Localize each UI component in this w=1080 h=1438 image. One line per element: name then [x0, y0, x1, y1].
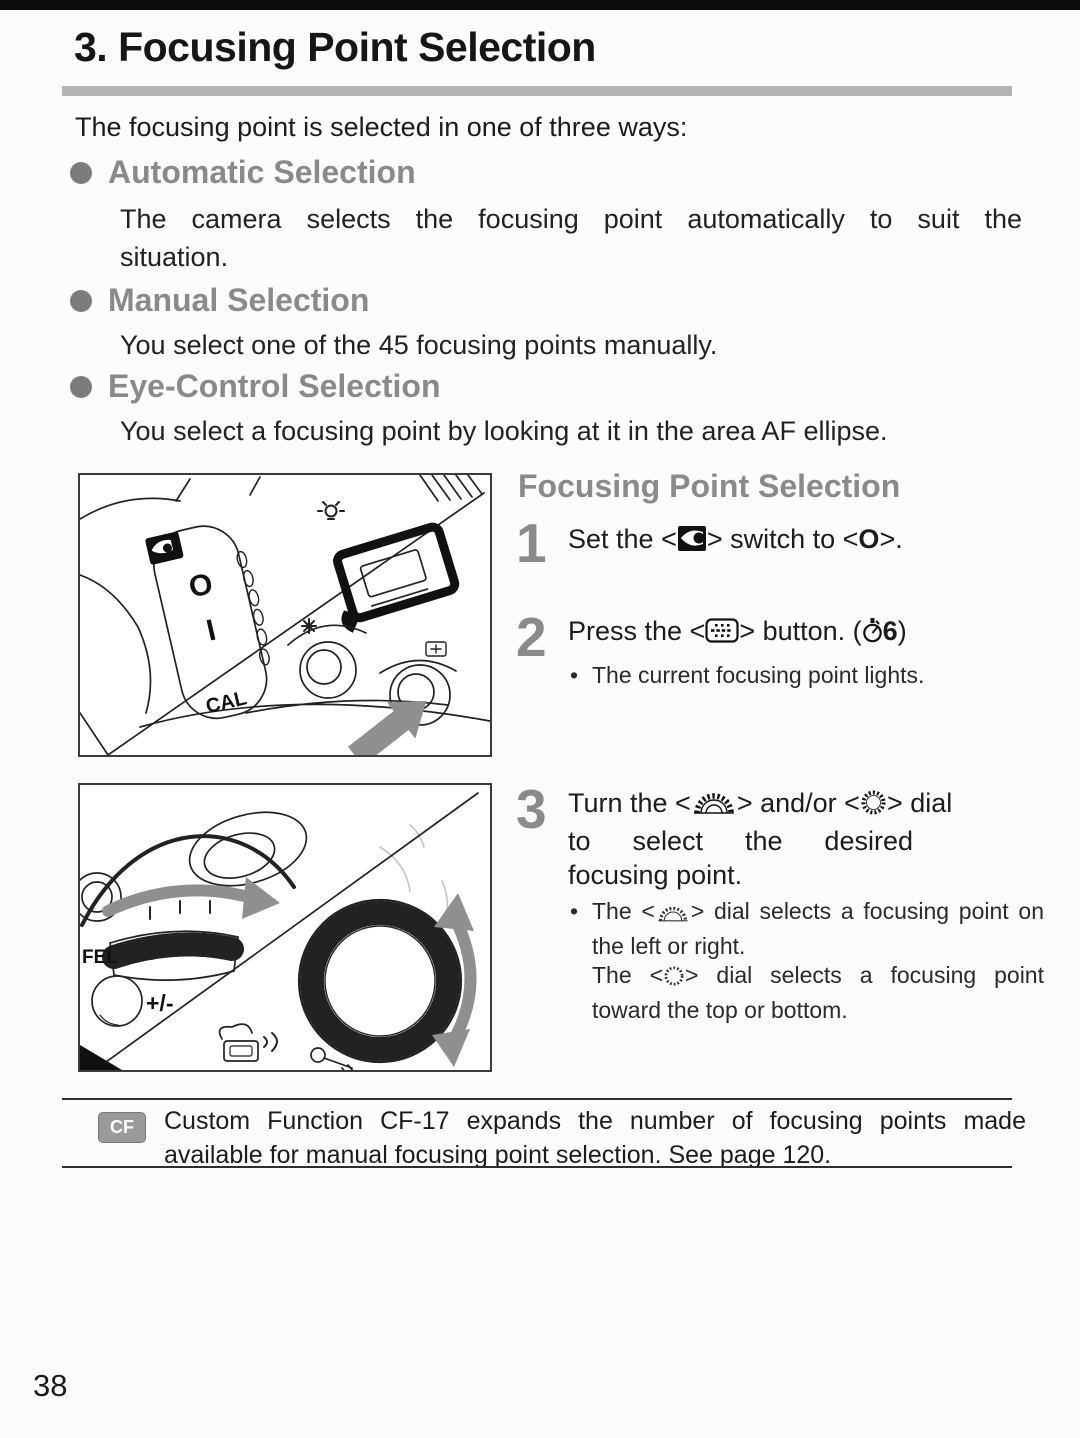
step-2-text: Press the < > button. ( 6): [568, 614, 1038, 652]
quick-control-dial-illustration: [297, 898, 463, 1064]
step-2-number: 2: [516, 606, 547, 668]
step-3-note-1: • The <> dial selects a focusing point o…: [570, 896, 1044, 962]
step-1-text: Set the < > switch to <O>.: [568, 522, 1038, 560]
section-body-line: You select a focusing point by looking a…: [120, 416, 888, 446]
section-heading-label: Eye-Control Selection: [108, 368, 441, 404]
step-1-number: 1: [516, 512, 547, 574]
fel-label: FEL: [82, 947, 118, 968]
step-2-text-segment: ): [897, 616, 907, 646]
quick-control-dial-icon: [860, 789, 887, 824]
timer-icon: [862, 617, 883, 652]
step-2-note: • The current focusing point lights.: [570, 660, 1042, 691]
section-heading-manual: Manual Selection: [70, 282, 369, 319]
page-top-bar: [0, 0, 1080, 10]
dials-line-art: FEL +/-: [72, 792, 479, 1075]
timer-count: 6: [882, 616, 898, 646]
cf-note-text: Custom Function CF-17 expands the number…: [164, 1107, 1026, 1169]
main-dial-illustration: [102, 930, 244, 981]
eye-control-icon: [677, 525, 707, 560]
bullet-dot-icon: [70, 161, 92, 184]
ae-lock-star-icon: [301, 618, 317, 634]
step-2-text-segment: > button. (: [739, 616, 862, 646]
speaker-icon: [218, 1023, 278, 1062]
plus-minus-label: +/-: [146, 990, 173, 1016]
main-dial-icon: [691, 790, 737, 824]
quick-control-dial-icon: [663, 964, 685, 995]
step-3-text-segment: > and/or <: [736, 788, 860, 818]
step-3-note-2: The <> dial selects a focusing point tow…: [592, 960, 1044, 1026]
dial-turn-double-arrow-icon: [446, 911, 477, 1049]
dial-turn-arrow-icon: [102, 884, 262, 917]
step-3-line-3: focusing point.: [568, 860, 743, 890]
switch-label-i: I: [203, 614, 219, 648]
section-body-line: situation.: [120, 242, 229, 272]
note-bullet: •: [570, 898, 579, 924]
eye-control-switch-illustration: O I CAL: [145, 525, 270, 720]
step-1-text-segment: >.: [879, 524, 903, 554]
step-3-line-1: Turn the < > and/or < > dial: [568, 786, 1038, 824]
gray-arrow-icon: [348, 700, 427, 766]
step-3-note-segment: The <: [592, 898, 655, 924]
step-2-text-segment: Press the <: [568, 616, 706, 646]
section-heading-eye-control: Eye-Control Selection: [70, 368, 441, 405]
eye-control-icon: [145, 531, 184, 565]
af-point-grid-icon: [425, 641, 447, 657]
intro-text: The focusing point is selected in one of…: [75, 112, 688, 142]
bullet-dot-icon: [70, 375, 92, 398]
cf-badge: CF: [98, 1112, 146, 1143]
step-3-text-segment: Turn the <: [568, 788, 691, 818]
figure-camera-switch-illustration: O I CAL: [78, 473, 492, 766]
step-2-note-text: The current focusing point lights.: [592, 662, 925, 688]
step-1-text-segment: Set the <: [568, 524, 677, 554]
af-point-selector-button-illustration: [389, 664, 451, 726]
bullet-dot-icon: [70, 289, 92, 312]
viewfinder-eyepiece-icon: [333, 522, 460, 633]
ae-lock-button-icon: [299, 641, 357, 699]
switch-position-o-icon: O: [858, 524, 880, 554]
figure-dials-illustration: FEL +/-: [72, 783, 492, 1075]
step-3-line-2: to select the desired: [568, 826, 913, 856]
title-rule: [62, 86, 1012, 96]
section-body-line: The camera selects the focusing point au…: [120, 204, 1022, 234]
procedure-heading: Focusing Point Selection: [518, 468, 901, 504]
main-dial-icon: [655, 900, 691, 931]
af-point-selector-button-icon: [705, 617, 739, 652]
step-3-number: 3: [516, 778, 547, 840]
step-3-note-segment: > dial selects a focusing point toward t…: [592, 962, 1044, 1023]
lcd-illumination-icon: [317, 501, 345, 520]
switch-label-o: O: [186, 567, 216, 604]
cf-note-bottom-rule: [62, 1166, 1012, 1168]
section-heading-label: Manual Selection: [108, 282, 370, 318]
note-bullet: •: [570, 662, 579, 688]
step-3-note-segment: The <: [592, 962, 664, 988]
cf-note-top-rule: [62, 1098, 1012, 1100]
camera-top-line-art: O I CAL: [79, 474, 491, 766]
page-number: 38: [33, 1368, 68, 1403]
page-title: 3. Focusing Point Selection: [74, 24, 596, 70]
section-heading-automatic: Automatic Selection: [70, 154, 416, 191]
step-3-note-segment: > dial selects a focusing point on the l…: [592, 898, 1044, 959]
step-3-text-segment: > dial: [886, 788, 953, 818]
section-body-line: You select one of the 45 focusing points…: [120, 330, 718, 360]
step-1-text-segment: > switch to <: [706, 524, 859, 554]
step-3-text: Turn the < > and/or < > dial to select the…: [568, 786, 1038, 892]
section-heading-label: Automatic Selection: [108, 154, 416, 190]
exposure-comp-button-icon: [91, 975, 143, 1027]
